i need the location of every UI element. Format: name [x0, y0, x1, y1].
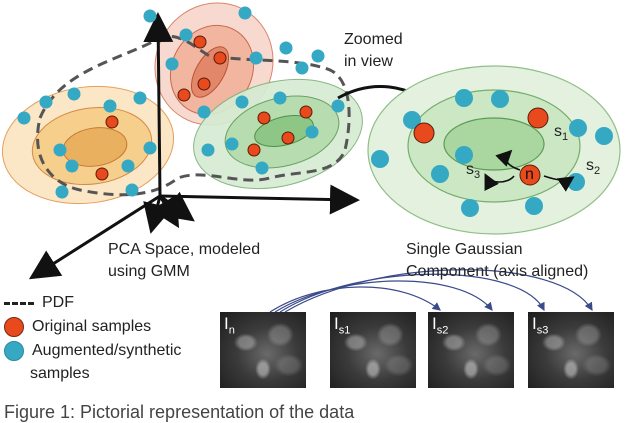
- augmented-sample: [197, 105, 211, 119]
- original-sample: [95, 167, 109, 181]
- thumbnail-arcs: [269, 269, 593, 313]
- augmented-sample: [103, 99, 117, 113]
- augmented-sample: [273, 91, 287, 105]
- sampling-arrows: [484, 149, 575, 192]
- legend-augmented-label: Augmented/synthetic: [32, 342, 182, 359]
- pca-label-line2: using GMM: [108, 263, 190, 280]
- red-dot-icon: [4, 317, 24, 337]
- thumbnail-label: Is2: [432, 314, 449, 337]
- original-sample: [299, 105, 313, 119]
- augmented-sample: [461, 199, 479, 217]
- augmented-sample: [67, 87, 81, 101]
- augmented-sample: [431, 165, 449, 183]
- zoomed-label-line2: in view: [344, 53, 393, 70]
- augmented-sample: [225, 137, 239, 151]
- s1-label: s1: [554, 123, 569, 144]
- augmented-sample: [525, 197, 543, 215]
- original-sample: [519, 164, 541, 186]
- original-sample: [247, 143, 261, 157]
- augmented-sample: [121, 159, 135, 173]
- augmented-sample: [567, 173, 585, 191]
- single-gaussian-label-line2: Component (axis aligned): [406, 263, 589, 280]
- pca-axes: [28, 12, 360, 280]
- thumbnail-label: Is1: [334, 314, 351, 337]
- original-sample: [213, 51, 227, 65]
- augmented-sample: [279, 41, 293, 55]
- thumbnail-label: In: [224, 314, 235, 337]
- thumbnail-is1: Is1: [330, 312, 416, 388]
- thumbnail-in: In: [220, 312, 306, 388]
- augmented-sample: [455, 146, 473, 164]
- augmented-sample: [55, 185, 69, 199]
- s2-label: s2: [586, 157, 601, 178]
- augmented-sample: [143, 9, 157, 23]
- augmented-sample: [403, 111, 421, 129]
- teal-dot-icon: [4, 341, 24, 361]
- thumbnail-is3: Is3: [528, 312, 614, 388]
- thumbnail-is2: Is2: [428, 312, 514, 388]
- augmented-sample: [595, 127, 613, 145]
- augmented-sample: [125, 183, 139, 197]
- pdf-outline: [36, 34, 351, 197]
- legend-pdf-label: PDF: [42, 294, 74, 311]
- n-label: n: [525, 166, 534, 183]
- augmented-sample: [165, 57, 179, 71]
- original-sample: [197, 77, 211, 91]
- legend-original-label: Original samples: [32, 318, 152, 335]
- original-sample: [257, 111, 271, 125]
- augmented-sample: [201, 143, 215, 157]
- zoomed-gaussian: [367, 65, 621, 235]
- augmented-sample: [305, 125, 319, 139]
- augmented-sample: [65, 159, 79, 173]
- augmented-samples-space: [17, 6, 345, 199]
- original-sample: [527, 107, 549, 129]
- original-samples-zoomed: [413, 107, 549, 186]
- augmented-sample: [331, 99, 345, 113]
- augmented-sample: [255, 161, 269, 175]
- augmented-sample: [39, 95, 53, 109]
- augmented-sample: [455, 89, 473, 107]
- augmented-sample: [143, 141, 157, 155]
- single-gaussian-label-line1: Single Gaussian: [406, 241, 523, 258]
- zoomed-label-line1: Zoomed: [344, 31, 403, 48]
- legend-original: Original samples: [4, 317, 151, 337]
- augmented-sample: [133, 91, 147, 105]
- augmented-sample: [249, 51, 263, 65]
- thumbnail-label: Is3: [532, 314, 549, 337]
- s3-label: s3: [466, 161, 481, 182]
- original-sample: [193, 35, 207, 49]
- original-sample: [413, 122, 435, 144]
- original-sample: [177, 88, 191, 102]
- original-sample: [105, 115, 119, 129]
- figure-caption: Figure 1: Pictorial representation of th…: [4, 402, 355, 422]
- augmented-sample: [569, 119, 587, 137]
- augmented-sample: [53, 143, 67, 157]
- augmented-sample: [17, 111, 31, 125]
- original-samples-space: [95, 35, 313, 181]
- augmented-sample: [238, 6, 252, 20]
- augmented-sample: [179, 28, 193, 42]
- legend-pdf: PDF: [4, 293, 74, 313]
- pca-label-line1: PCA Space, modeled: [108, 241, 261, 258]
- augmented-sample: [311, 49, 325, 63]
- augmented-sample: [371, 150, 389, 168]
- legend-augmented: Augmented/synthetic: [4, 341, 181, 361]
- dashed-line-icon: [4, 301, 34, 305]
- original-sample: [281, 131, 295, 145]
- augmented-sample: [235, 95, 249, 109]
- augmented-sample: [491, 90, 509, 108]
- legend-augmented-label-line2: samples: [30, 365, 90, 382]
- augmented-sample: [295, 61, 309, 75]
